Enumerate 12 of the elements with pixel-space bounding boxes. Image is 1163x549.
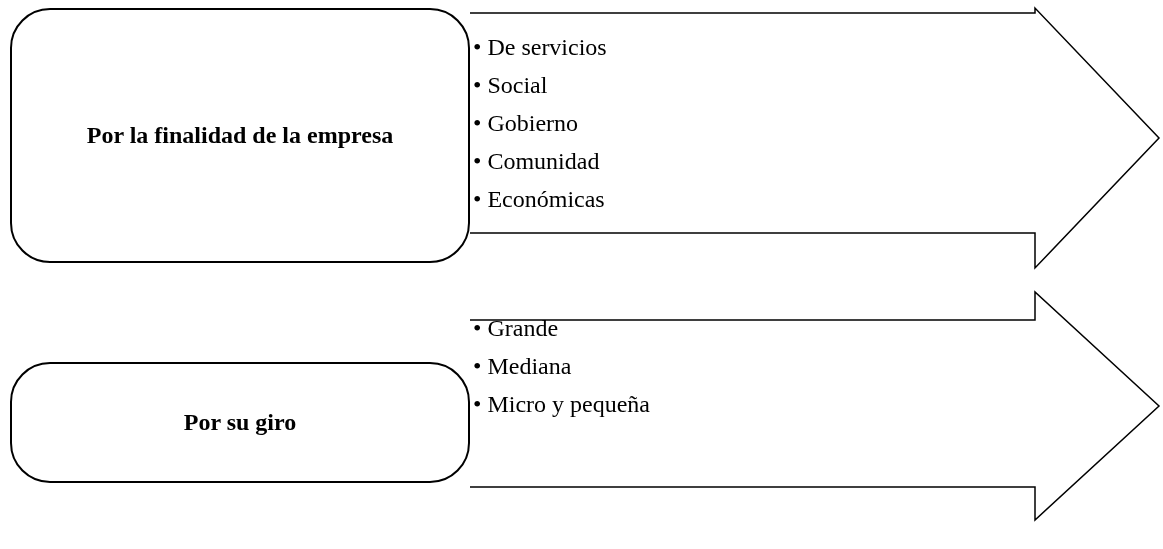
list-item: • Económicas [473, 185, 605, 213]
list-item: • De servicios [473, 33, 607, 61]
list-item: • Comunidad [473, 147, 600, 175]
list-item: • Gobierno [473, 109, 579, 137]
list-item: • Social [473, 71, 548, 99]
rounded-box [10, 8, 470, 263]
category-label: Por su giro [183, 409, 297, 436]
rounded-box [10, 362, 470, 483]
list-item: • Micro y pequeña [473, 390, 650, 418]
category-label: Por la finalidad de la empresa [86, 122, 394, 149]
list-item: • Mediana [473, 352, 572, 380]
list-item: • Grande [473, 314, 559, 342]
